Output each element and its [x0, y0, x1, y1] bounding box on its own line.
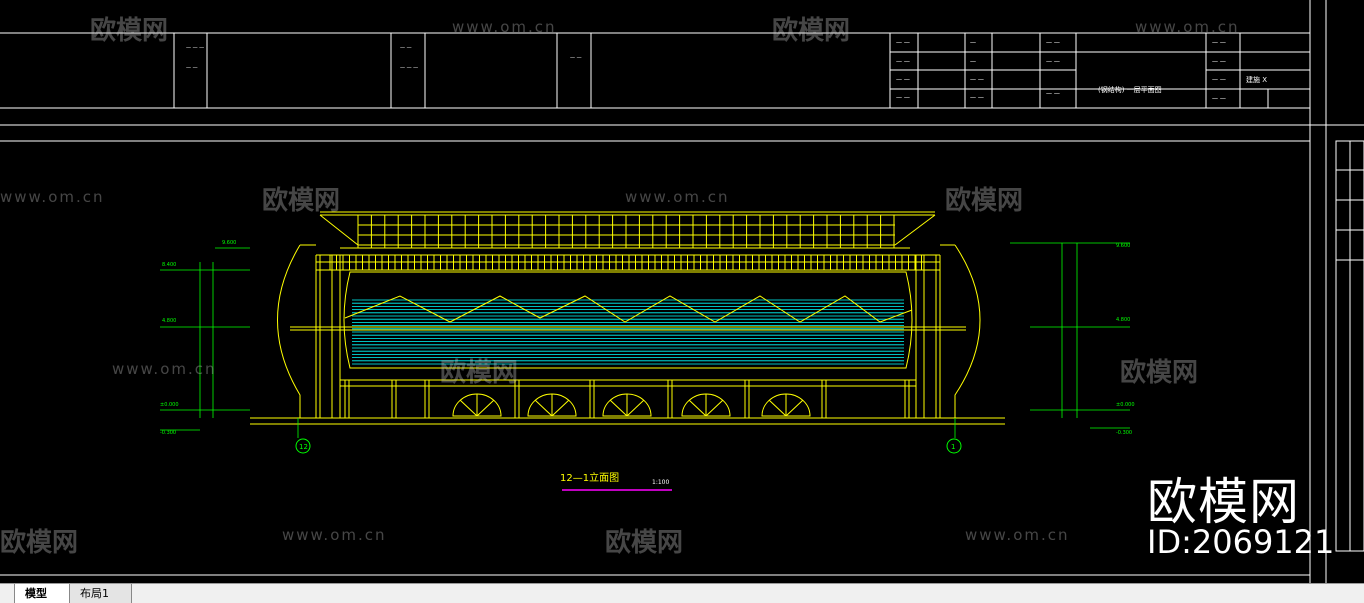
svg-text:一 一: 一 一	[896, 77, 910, 84]
elevation-title: 12—1立面图	[560, 471, 619, 484]
elevation-drawing	[250, 211, 1005, 425]
watermark-url: www.om.cn	[452, 18, 557, 36]
watermark-brand: 欧模网	[90, 16, 169, 46]
svg-text:一 一: 一 一	[400, 46, 412, 52]
cad-drawing: 一 一 一一 一 一 一一 一 一 一 一 一 一一 一一 一一 一 一一一 一…	[0, 0, 1364, 583]
svg-text:一 一: 一 一	[896, 95, 910, 102]
level-right-1: 4.800	[1116, 317, 1130, 323]
svg-text:一 一: 一 一	[1212, 77, 1226, 84]
svg-text:一 一: 一 一	[1212, 40, 1226, 47]
drawing-canvas[interactable]: 一 一 一一 一 一 一一 一 一 一 一 一 一一 一一 一一 一 一一一 一…	[0, 0, 1364, 583]
svg-text:一: 一	[970, 40, 976, 47]
svg-text:一 一: 一 一	[1046, 91, 1060, 98]
layout-tab-bar: 模型 布局1	[0, 583, 1364, 603]
svg-text:一 一 一: 一 一 一	[400, 66, 418, 72]
svg-text:一 一: 一 一	[1212, 59, 1226, 66]
tab-model[interactable]: 模型	[14, 584, 70, 603]
svg-text:一 一: 一 一	[186, 66, 198, 72]
svg-text:一 一: 一 一	[970, 77, 984, 84]
svg-text:一 一 一: 一 一 一	[186, 46, 204, 52]
level-right-2: ±0.000	[1116, 402, 1135, 408]
watermark-brand: 欧模网	[945, 186, 1024, 216]
title-block-drawing-name: (钢结构) 一层平面图	[1098, 85, 1162, 94]
level-left-4: -0.300	[160, 430, 176, 436]
watermark-url: www.om.cn	[0, 188, 105, 206]
watermark-brand: 欧模网	[0, 528, 79, 558]
watermark-url: www.om.cn	[282, 526, 387, 544]
watermark-url: www.om.cn	[965, 526, 1070, 544]
axis-left-label: 12	[299, 443, 308, 451]
watermark-url: www.om.cn	[1135, 18, 1240, 36]
svg-text:一 一: 一 一	[570, 56, 582, 62]
watermark-brand: 欧模网	[262, 186, 341, 216]
watermark-url: www.om.cn	[112, 360, 217, 378]
watermark-big-brand: 欧模网	[1147, 473, 1300, 531]
watermark-id: ID:2069121	[1147, 523, 1335, 561]
level-left-3: ±0.000	[160, 402, 179, 408]
level-left-2: 4.800	[162, 318, 176, 324]
svg-text:一 一: 一 一	[1046, 59, 1060, 66]
svg-text:一 一: 一 一	[896, 59, 910, 66]
watermark-url: www.om.cn	[625, 188, 730, 206]
svg-text:一 一: 一 一	[1212, 96, 1226, 103]
watermark-brand: 欧模网	[605, 528, 684, 558]
level-right-3: -0.300	[1116, 430, 1132, 436]
svg-text:一 一: 一 一	[896, 40, 910, 47]
title-block-sheet-no: 建施 X	[1246, 75, 1267, 84]
axis-right-label: 1	[951, 443, 955, 451]
tab-layout1[interactable]: 布局1	[70, 584, 132, 603]
level-left-0: 9.600	[222, 240, 236, 246]
watermark-brand: 欧模网	[1120, 358, 1199, 388]
svg-text:一 一: 一 一	[1046, 40, 1060, 47]
elevation-scale: 1:100	[652, 479, 669, 486]
level-right-0: 9.600	[1116, 243, 1130, 249]
level-left-1: 8.400	[162, 262, 176, 268]
svg-text:一 一: 一 一	[970, 95, 984, 102]
watermark-brand: 欧模网	[440, 358, 519, 388]
watermark-brand: 欧模网	[772, 16, 851, 46]
svg-text:一: 一	[970, 59, 976, 66]
